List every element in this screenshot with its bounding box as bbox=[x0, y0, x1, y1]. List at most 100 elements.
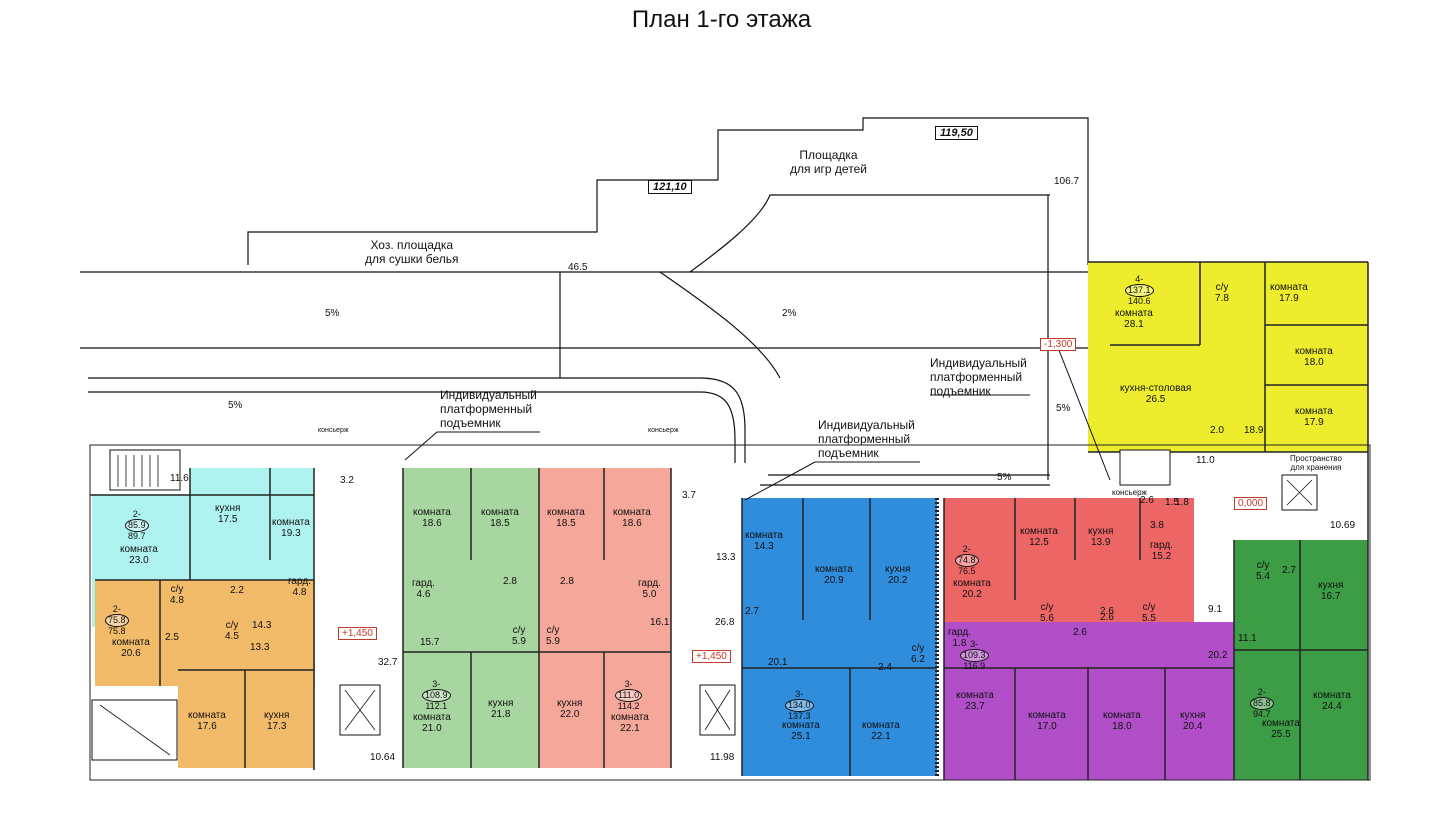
small-value: 2.2 bbox=[230, 585, 244, 596]
annotation-leaders bbox=[404, 394, 1030, 501]
dim-13-3: 13.3 bbox=[716, 552, 736, 563]
small-value: 2.6 bbox=[1100, 606, 1114, 617]
small-value: 13.3 bbox=[250, 642, 270, 653]
apt-9-fill bbox=[1234, 540, 1368, 780]
slope-2: 2% bbox=[782, 308, 797, 319]
small-value: 18.9 bbox=[1244, 425, 1264, 436]
room-label: гард.4.8 bbox=[288, 576, 311, 598]
elevation-zero: 0,000 bbox=[1234, 497, 1268, 510]
slope-5-c: 5% bbox=[1056, 403, 1071, 414]
small-value: 2.8 bbox=[560, 576, 574, 587]
dim-32-7: 32.7 bbox=[378, 657, 398, 668]
dim-46-5: 46.5 bbox=[568, 262, 588, 273]
dim-10-64: 10.64 bbox=[370, 752, 396, 763]
site-outline bbox=[80, 117, 1090, 486]
small-value: 2.5 bbox=[165, 632, 179, 643]
elevation-minus-1300: -1,300 bbox=[1040, 338, 1077, 351]
small-value: 2.4 bbox=[878, 662, 892, 673]
dim-10-69: 10.69 bbox=[1330, 520, 1356, 531]
room-label: гард.1.8 bbox=[948, 627, 971, 649]
slope-5-a: 5% bbox=[325, 308, 340, 319]
page-title: План 1-го этажа bbox=[631, 6, 812, 33]
elevation-plus-1450-b: +1,450 bbox=[692, 650, 731, 663]
small-value: 20.2 bbox=[1208, 650, 1228, 661]
dim-1-8: 1.8 bbox=[1175, 497, 1189, 508]
dim-106-7: 106.7 bbox=[1054, 176, 1080, 187]
apt-2-fill bbox=[95, 580, 315, 686]
dim-3-7: 3.7 bbox=[682, 490, 696, 501]
dim-26-8: 26.8 bbox=[715, 617, 735, 628]
small-value: 3.8 bbox=[1150, 520, 1164, 531]
dim-2-6: 2.6 bbox=[1140, 495, 1154, 506]
slope-5-b: 5% bbox=[228, 400, 243, 411]
apt-7-fill bbox=[944, 622, 1234, 780]
apt-6-fill bbox=[944, 498, 1194, 622]
concierge-3: консьерж bbox=[1112, 488, 1147, 497]
small-value: 2.7 bbox=[1282, 565, 1296, 576]
apt-5-fill bbox=[742, 498, 937, 776]
small-value: 2.6 bbox=[1073, 627, 1087, 638]
small-value: 2.7 bbox=[745, 606, 759, 617]
room-label: гард.15.2 bbox=[1150, 540, 1173, 562]
apt-4-fill bbox=[539, 468, 671, 768]
dim-11-98: 11.98 bbox=[710, 752, 735, 763]
small-value: 2.0 bbox=[1210, 425, 1224, 436]
small-value: 11.1 bbox=[1238, 633, 1257, 644]
room-label: гард.5.0 bbox=[638, 578, 661, 600]
leader-lines bbox=[1054, 339, 1111, 481]
slope-5-d: 5% bbox=[997, 472, 1012, 483]
stair-treads bbox=[99, 455, 1313, 756]
small-value: 14.3 bbox=[252, 620, 272, 631]
